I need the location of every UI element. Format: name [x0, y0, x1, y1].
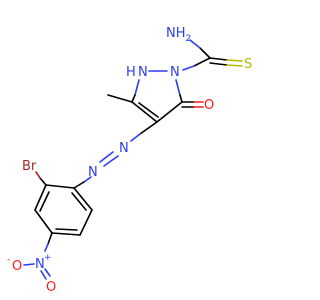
atom-bromine: Br — [22, 159, 37, 174]
bond-c-n1b — [182, 65, 195, 71]
bond-c5-c4 — [156, 101, 183, 123]
atom-azo-n2: N — [88, 165, 98, 180]
bond-n-c-b — [73, 181, 85, 189]
bond-c-s-2a — [209, 62, 228, 66]
bond-c5-c6 — [79, 209, 93, 236]
bond-n-o2-b — [40, 270, 47, 280]
bond-c-n1 — [193, 57, 211, 67]
atom-azo-n1: N — [119, 141, 129, 156]
atom-h-ring: H — [126, 65, 136, 80]
bond-n1-c5b — [179, 94, 183, 103]
bond-n2-c3b — [131, 94, 136, 103]
bond-c3-c4b — [138, 102, 159, 118]
bond-c4-n-b — [130, 133, 141, 142]
bond-n1-c5a — [175, 79, 181, 96]
atom-sulfur: S — [244, 57, 252, 72]
atom-oxygen-keto: O — [204, 98, 214, 113]
bond-n-n-1 — [103, 155, 119, 167]
atom-nitro-o1: O — [12, 259, 22, 274]
bond-c-s-2b — [226, 64, 243, 67]
atom-nitro-n: N — [35, 257, 45, 272]
bond-c2-c3 — [34, 184, 47, 211]
bond-inner-2 — [55, 228, 78, 231]
bond-c3-c4 — [34, 209, 53, 234]
bond-c-br-a — [39, 177, 47, 186]
bond-c4-n-a — [139, 121, 158, 135]
bond-n-o2-a — [44, 268, 51, 277]
nitro-plus-charge: + — [44, 253, 52, 263]
bond-c1-c2 — [45, 184, 75, 189]
bond-n-c-a — [83, 176, 92, 183]
atom-nh2: NH2 — [166, 26, 191, 44]
bond-c-br-b — [35, 171, 41, 179]
bond-c-s-1b — [226, 59, 243, 62]
bond-n2-c3a — [134, 79, 140, 96]
bond-c-nh2-a — [199, 47, 211, 59]
molecule-canvas: NH2 S N H N O N N Br N + O - O — [7, 26, 252, 295]
atom-n-ring: N — [170, 65, 180, 80]
bond-n-o1 — [23, 263, 35, 266]
bond-inner-1 — [39, 191, 50, 212]
atom-nh-ring: N — [138, 65, 148, 80]
bond-c-no2-a — [47, 232, 53, 245]
bond-c-nh2-b — [189, 39, 201, 49]
bond-c6-c1 — [73, 187, 93, 211]
bond-c4-c5 — [51, 232, 81, 236]
bond-c3-c4a — [131, 101, 158, 123]
bond-inner-3 — [71, 192, 87, 211]
bond-c-s-1a — [209, 57, 228, 61]
molecule-structure: NH2 S N H N O N N Br N + O - O — [7, 26, 252, 295]
nitro-minus-charge: - — [7, 255, 10, 265]
bond-n-n-2 — [99, 151, 114, 163]
bond-c-no2-b — [44, 243, 49, 252]
atom-nitro-o2: O — [46, 280, 56, 295]
bond-c3-methyl — [107, 94, 133, 103]
